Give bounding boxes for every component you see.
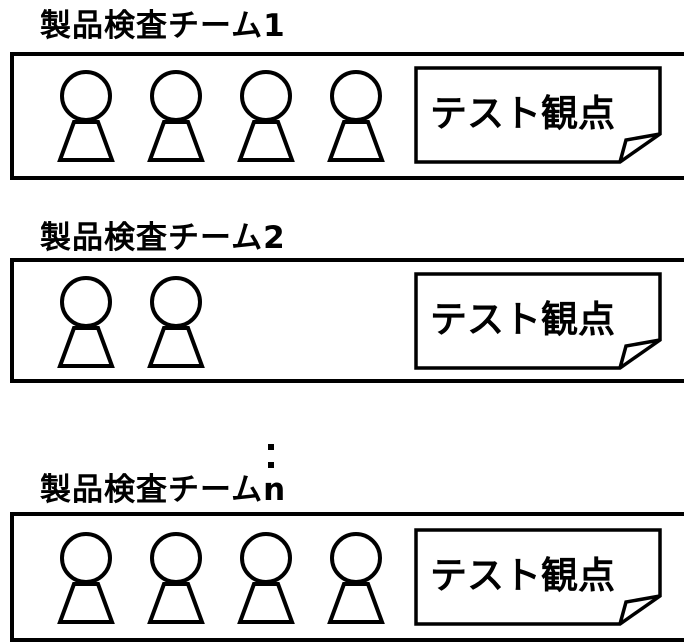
person-icon <box>54 272 118 368</box>
person-icon <box>144 528 208 624</box>
person-icon <box>324 66 388 162</box>
team-box-2: テスト観点 <box>10 258 684 383</box>
person-icon <box>234 66 298 162</box>
note-label: テスト観点 <box>430 92 615 135</box>
test-viewpoint-note: テスト観点 <box>414 66 664 164</box>
person-icon <box>54 528 118 624</box>
ellipsis-dot <box>268 462 274 468</box>
note-shape <box>414 272 662 370</box>
person-icon <box>144 66 208 162</box>
team-title-n: 製品検査チームn <box>40 472 287 508</box>
test-viewpoint-note: テスト観点 <box>414 528 664 626</box>
note-shape <box>414 528 662 626</box>
team-title-1: 製品検査チーム1 <box>40 8 286 44</box>
team-box-1: テスト観点 <box>10 52 684 180</box>
test-viewpoint-note: テスト観点 <box>414 272 664 370</box>
person-icon <box>54 66 118 162</box>
ellipsis-dot <box>268 444 274 450</box>
person-icon <box>324 528 388 624</box>
person-icon <box>234 528 298 624</box>
note-shape <box>414 66 662 164</box>
person-icon <box>144 272 208 368</box>
team-box-n: テスト観点 <box>10 512 684 642</box>
team-title-2: 製品検査チーム2 <box>40 220 286 256</box>
note-label: テスト観点 <box>430 298 615 341</box>
continuation-ellipsis <box>267 440 275 480</box>
note-label: テスト観点 <box>430 554 615 597</box>
